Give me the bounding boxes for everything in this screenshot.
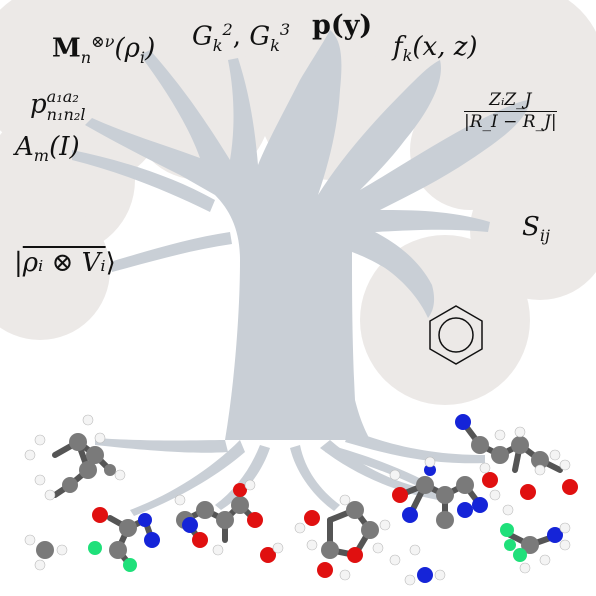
tree-trunk-and-branches (72, 30, 530, 516)
a-m-base: A (15, 132, 34, 162)
benzene-ring-icon (429, 305, 483, 365)
a-m-sub: m (33, 146, 50, 166)
label-p-of-y: p(y) (312, 12, 372, 39)
p-coef-sub: n₁n₂l (46, 104, 86, 124)
label-s-ij: Sij (522, 214, 550, 244)
label-m-tensor: Mn⊗ν(ρi) (52, 32, 156, 67)
a-m-arg: (I) (49, 132, 80, 162)
ket-left: | (14, 248, 23, 278)
g-base-1: G (192, 21, 213, 52)
s-base: S (522, 212, 540, 242)
f-func-sub: k (402, 46, 413, 66)
f-func-args: (x, z) (412, 32, 478, 62)
g-sep: , (232, 21, 250, 52)
m-tensor-sup: ⊗ν (91, 32, 115, 51)
label-f-func: fk(x, z) (393, 34, 478, 64)
atoms (24, 414, 578, 586)
g-sup-2: 3 (279, 20, 291, 39)
g-sup-1: 2 (222, 20, 233, 39)
p-of-y-text: p(y) (312, 10, 373, 41)
label-coulomb-fraction: ZᵢZ_J |R_I − R_J| (464, 92, 557, 131)
m-tensor-sub: n (80, 47, 92, 67)
m-tensor-arg: (ρ (114, 33, 140, 64)
m-tensor-base: M (52, 33, 81, 64)
g-sub-1: k (212, 35, 223, 55)
f-func-base: f (393, 32, 403, 62)
p-coef-base: p (30, 89, 47, 120)
ket-body: ρᵢ ⊗ Vᵢ (22, 248, 106, 278)
s-sub: ij (539, 226, 550, 246)
coulomb-numerator: ZᵢZ_J (464, 92, 557, 112)
coulomb-denominator: |R_I − R_J| (464, 112, 557, 132)
ket-right: ⟩ (105, 248, 116, 278)
g-sub-2: k (270, 35, 280, 55)
label-ket: |ρᵢ ⊗ Vᵢ⟩ (14, 250, 116, 276)
m-tensor-arg-sub: i (139, 47, 146, 67)
g-base-2: G (249, 21, 271, 52)
label-g-pair: Gk2, Gk3 (192, 20, 291, 55)
m-tensor-close: ) (145, 33, 156, 64)
label-a-m: Am(I) (15, 134, 80, 164)
p-coef-sup: a₁a₂ (46, 87, 79, 106)
